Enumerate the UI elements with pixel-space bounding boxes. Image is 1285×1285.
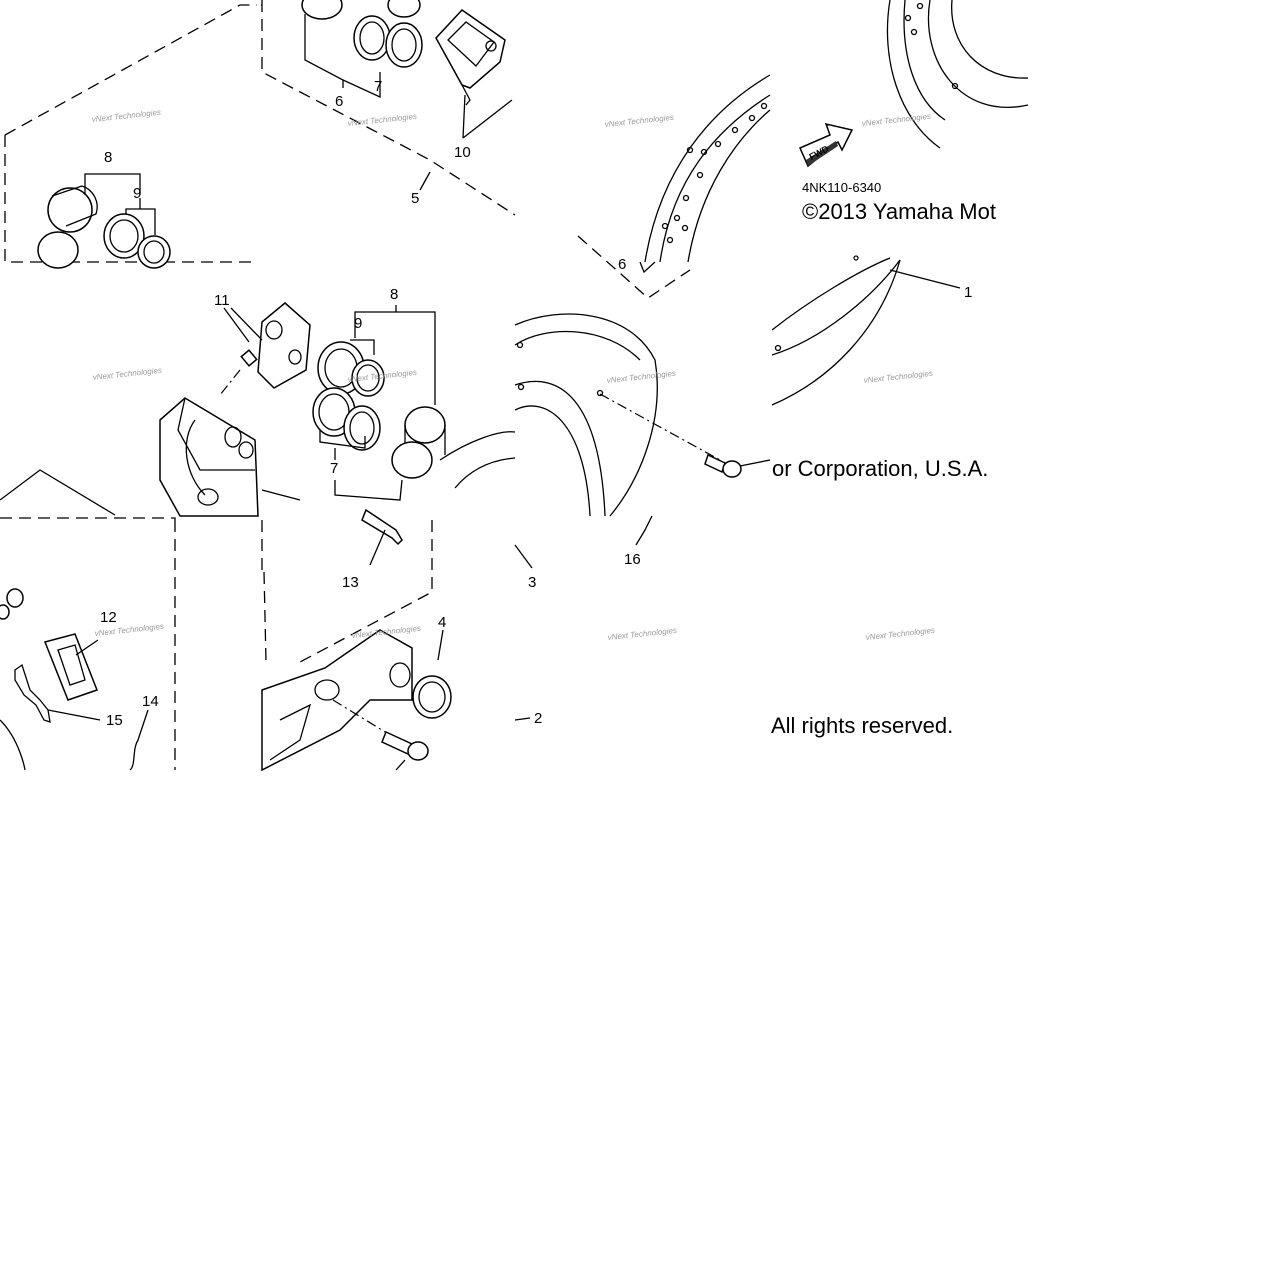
diagram-code: 4NK110-6340	[802, 180, 881, 195]
watermark-text: vNext Technologies	[91, 108, 161, 124]
copyright-line-3: All rights reserved.	[771, 713, 953, 738]
disc-hole-row	[661, 102, 768, 244]
bolt-icon	[704, 453, 742, 478]
watermark-text: vNext Technologies	[92, 366, 162, 382]
callout-15: 15	[106, 712, 123, 729]
pin-icon	[361, 508, 403, 546]
fwd-arrow-icon: FWD	[799, 122, 854, 168]
pad-shim-icon	[43, 633, 98, 701]
watermark-text: vNext Technologies	[861, 112, 931, 128]
tile-middle-right: 1 or Corporation, U.S.A.	[771, 255, 988, 481]
callout-8-secondary: 8	[390, 286, 398, 303]
pad-spring-icon	[14, 663, 51, 723]
callout-4: 4	[438, 614, 446, 631]
callout-10: 10	[454, 144, 471, 161]
tile-bottom-left: 12 15 14	[0, 520, 176, 771]
callout-1: 1	[964, 284, 972, 301]
watermark-text: vNext Technologies	[347, 112, 417, 128]
tile-middle-left: 11 7 8 9	[0, 286, 516, 520]
callout-12: 12	[100, 609, 117, 626]
caliper-bracket-icon	[261, 629, 413, 772]
caliper-body-icon	[159, 397, 259, 517]
tile-top-left: 8 9 6 7 10 5	[4, 0, 516, 269]
watermark-text: vNext Technologies	[606, 369, 676, 385]
callout-7: 7	[374, 78, 382, 95]
tile-middle-middle: 16	[514, 313, 771, 568]
copyright-line-2: or Corporation, U.S.A.	[772, 456, 988, 481]
copyright-line-1: ©2013 Yamaha Mot	[802, 199, 996, 224]
watermark-text: vNext Technologies	[865, 626, 935, 642]
callout-6-secondary: 6	[618, 256, 626, 273]
tile-bottom-right: All rights reserved.	[771, 713, 953, 738]
callout-2: 2	[534, 710, 542, 727]
callout-5: 5	[411, 190, 419, 207]
callout-14: 14	[142, 693, 159, 710]
watermark-text: vNext Technologies	[863, 369, 933, 385]
seal-ring-icon	[103, 213, 171, 269]
callout-9-secondary: 9	[354, 315, 362, 332]
tile-top-middle: 6	[577, 74, 771, 299]
callout-11: 11	[214, 292, 230, 309]
callout-6: 6	[335, 93, 343, 110]
brake-pad-icon	[435, 9, 506, 106]
callout-9: 9	[133, 185, 141, 202]
callout-3: 3	[528, 574, 536, 591]
callout-13: 13	[342, 574, 359, 591]
watermark-text: vNext Technologies	[607, 626, 677, 642]
tile-seams	[257, 0, 261, 258]
callout-16: 16	[624, 551, 641, 568]
bolt-icon	[381, 730, 429, 761]
piston-icon	[37, 185, 98, 269]
brake-pad-icon	[257, 302, 311, 389]
watermark-text: vNext Technologies	[604, 113, 674, 129]
tile-bottom-middle: 13 4 3 2	[261, 508, 542, 772]
callout-8: 8	[104, 149, 112, 166]
tile-top-right: FWD 4NK110-6340 ©2013 Yamaha Mot	[799, 0, 1029, 224]
sleeve-icon	[412, 675, 452, 719]
callout-7-secondary: 7	[330, 460, 338, 477]
